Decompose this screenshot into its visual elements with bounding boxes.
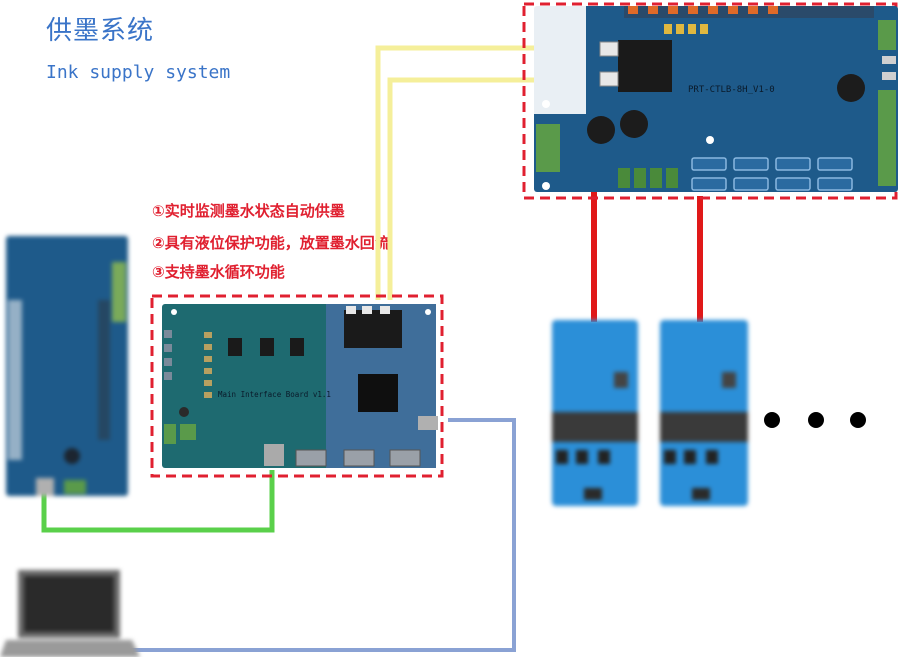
printhead-1	[552, 320, 638, 506]
title-english: Ink supply system	[46, 62, 231, 83]
laptop-icon	[0, 570, 140, 657]
blue-cable	[130, 418, 516, 652]
processor-chip	[618, 40, 672, 92]
feature-item-auto-supply: ①实时监测墨水状态自动供墨	[152, 202, 345, 220]
green-cable	[41, 470, 275, 533]
feature-item-level-protection: ②具有液位保护功能，放置墨水回流	[152, 234, 390, 252]
interface-board-label: Main Interface Board v1.1	[218, 390, 331, 399]
control-board-group: PRT-CTLB-8H_V1-0	[522, 2, 898, 200]
control-board-label: PRT-CTLB-8H_V1-0	[688, 85, 775, 95]
interface-board-border	[150, 294, 444, 478]
ink-tubes	[375, 45, 605, 300]
title-chinese: 供墨系统	[46, 16, 155, 46]
more-indicator	[764, 412, 866, 428]
interface-board-group: Main Interface Board v1.1	[150, 294, 444, 478]
feature-item-circulation: ③支持墨水循环功能	[152, 263, 285, 281]
printhead-2	[660, 320, 748, 506]
left-controller-board	[6, 236, 128, 496]
interface-chip	[358, 374, 398, 412]
